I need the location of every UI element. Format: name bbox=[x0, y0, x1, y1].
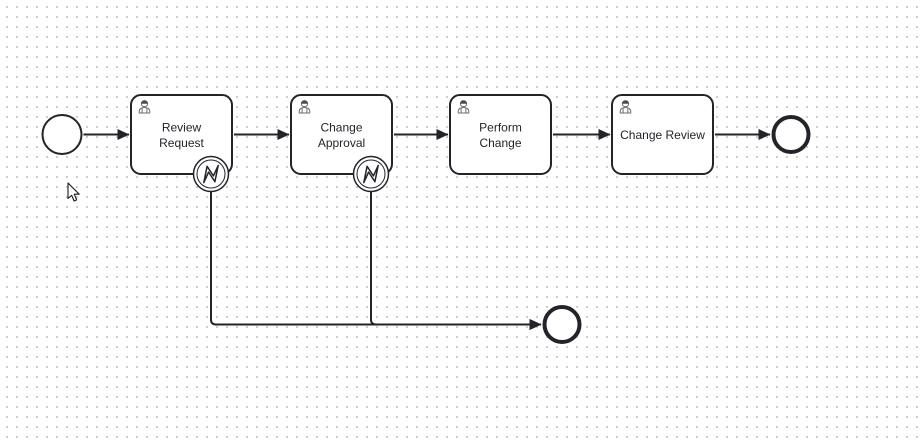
task-label: Perform bbox=[479, 121, 522, 135]
task-change-approval[interactable]: Change Approval bbox=[290, 94, 393, 175]
task-change-review[interactable]: Change Review bbox=[611, 94, 714, 175]
flow-error2-to-exception-end[interactable] bbox=[370, 192, 542, 330]
error-boundary-event-review-request[interactable] bbox=[192, 155, 230, 193]
task-review-request[interactable]: Review Request bbox=[130, 94, 233, 175]
task-label: Change Review bbox=[620, 128, 705, 142]
task-label: Request bbox=[159, 136, 204, 150]
task-label: Change bbox=[320, 121, 362, 135]
error-boundary-event-change-approval[interactable] bbox=[352, 155, 390, 193]
mouse-pointer-icon bbox=[67, 182, 80, 202]
task-perform-change[interactable]: Perform Change bbox=[449, 94, 552, 175]
task-label: Review bbox=[162, 121, 202, 135]
task-label: Change bbox=[479, 136, 521, 150]
flow-error1-to-exception-end[interactable] bbox=[210, 192, 542, 330]
start-event[interactable] bbox=[41, 114, 83, 155]
end-event-main[interactable] bbox=[771, 115, 811, 154]
end-event-exception[interactable] bbox=[542, 305, 582, 344]
task-label: Approval bbox=[318, 136, 365, 150]
